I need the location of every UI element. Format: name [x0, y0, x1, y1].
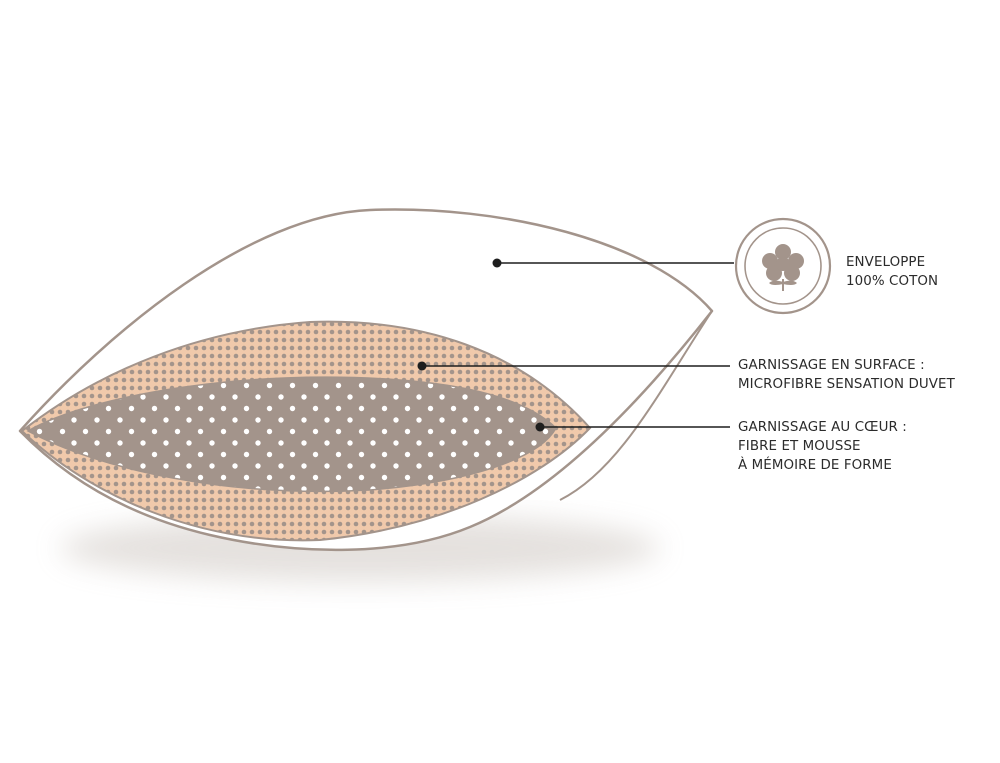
core-label: GARNISSAGE AU CŒUR : FIBRE ET MOUSSE À M… — [738, 418, 907, 475]
surface-label-line2: MICROFIBRE SENSATION DUVET — [738, 377, 955, 392]
cotton-badge-inner-ring — [744, 227, 822, 305]
envelope-callout — [492, 258, 734, 268]
envelope-label-line1: ENVELOPPE — [846, 255, 926, 270]
core-label-line3: À MÉMOIRE DE FORME — [738, 458, 892, 473]
core-label-line1: GARNISSAGE AU CŒUR : — [738, 420, 907, 435]
core-callout — [535, 422, 730, 432]
surface-label: GARNISSAGE EN SURFACE : MICROFIBRE SENSA… — [738, 356, 955, 394]
cotton-badge — [734, 217, 832, 315]
envelope-label-line2: 100% COTON — [846, 274, 939, 289]
surface-callout — [417, 361, 730, 371]
surface-label-line1: GARNISSAGE EN SURFACE : — [738, 358, 925, 373]
core-label-line2: FIBRE ET MOUSSE — [738, 439, 861, 454]
envelope-inner-fold — [559, 310, 713, 501]
core-filling-layer — [26, 376, 557, 493]
cotton-flower-icon — [762, 244, 804, 291]
envelope-label: ENVELOPPE 100% COTON — [846, 253, 938, 291]
